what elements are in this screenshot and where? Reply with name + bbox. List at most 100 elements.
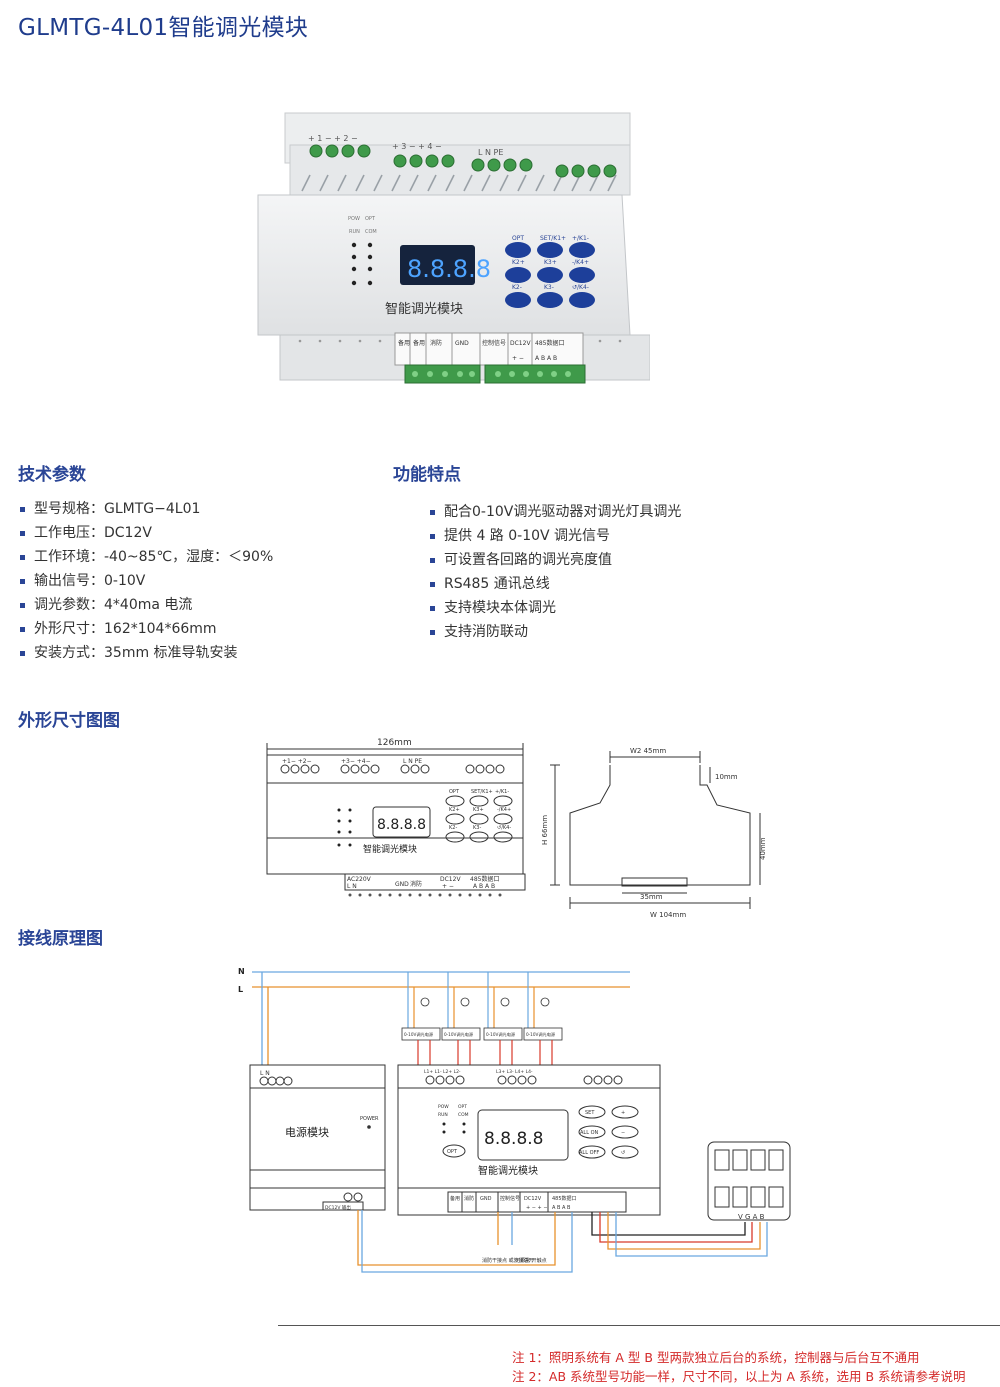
svg-text:K2-: K2- bbox=[512, 284, 522, 291]
svg-text:↺/K4-: ↺/K4- bbox=[497, 825, 511, 831]
feature-item: 配合0-10V调光驱动器对调光灯具调光 bbox=[428, 500, 681, 524]
svg-text:ALL ON: ALL ON bbox=[580, 1130, 599, 1136]
switch-panel: V G A B bbox=[707, 1141, 791, 1221]
svg-text:RUN: RUN bbox=[438, 1112, 448, 1118]
svg-text:OPT: OPT bbox=[449, 789, 460, 795]
dim-panel-text: 智能调光模块 bbox=[363, 843, 417, 855]
wiring-heading: 接线原理图 bbox=[18, 929, 103, 949]
power-ln: L N bbox=[260, 1070, 270, 1077]
svg-text:-/K4+: -/K4+ bbox=[497, 807, 511, 813]
dim-10mm: 10mm bbox=[715, 773, 738, 781]
specs-list: 型号规格：GLMTG−4L01 工作电压：DC12V 工作环境：-40~85℃，… bbox=[18, 497, 273, 665]
dim-35mm: 35mm bbox=[640, 893, 663, 901]
svg-text:↺: ↺ bbox=[621, 1150, 625, 1156]
svg-text:K2-: K2- bbox=[449, 825, 457, 831]
svg-text:备用: 备用 bbox=[450, 1195, 460, 1202]
svg-text:K3-: K3- bbox=[544, 284, 554, 291]
svg-text:GND: GND bbox=[455, 340, 469, 347]
spec-item: 安装方式：35mm 标准导轨安装 bbox=[18, 641, 273, 665]
power-led-label: POWER bbox=[360, 1116, 379, 1122]
svg-text:COM: COM bbox=[365, 229, 377, 235]
svg-text:OPT: OPT bbox=[512, 235, 524, 242]
feature-item: 可设置各回路的调光亮度值 bbox=[428, 548, 681, 572]
svg-text:+: + bbox=[621, 1110, 625, 1116]
dim-h: H 66mm bbox=[541, 815, 549, 845]
dimension-heading: 外形尺寸图图 bbox=[18, 711, 120, 731]
svg-text:ALL OFF: ALL OFF bbox=[579, 1150, 599, 1156]
svg-text:L N: L N bbox=[347, 883, 357, 890]
dimension-drawing: 126mm +1− +2− +3− +4− L N PE 8.8.8.8 智能调… bbox=[266, 738, 767, 919]
svg-text:+ 1 − + 2 −: + 1 − + 2 − bbox=[308, 134, 358, 143]
features-list: 配合0-10V调光驱动器对调光灯具调光 提供 4 路 0-10V 调光信号 可设… bbox=[428, 500, 681, 644]
svg-text:SET/K1+: SET/K1+ bbox=[540, 235, 566, 242]
spec-item: 工作环境：-40~85℃，湿度：＜90% bbox=[18, 545, 273, 569]
feature-item: 支持模块本体调光 bbox=[428, 596, 681, 620]
power-module-label: 电源模块 bbox=[285, 1125, 329, 1139]
svg-text:GND: GND bbox=[480, 1196, 492, 1202]
svg-text:K3+: K3+ bbox=[544, 259, 557, 266]
svg-text:+ − + −: + − + − bbox=[526, 1205, 548, 1211]
feature-item: 提供 4 路 0-10V 调光信号 bbox=[428, 524, 681, 548]
driver-label-3: 0-10V调光电源 bbox=[486, 1031, 516, 1038]
dim-w: W 104mm bbox=[650, 911, 686, 919]
svg-text:-/K4+: -/K4+ bbox=[572, 259, 589, 266]
photo-display: 8.8.8.8 bbox=[407, 255, 491, 283]
wire-l-label: L bbox=[238, 985, 243, 994]
dim-40mm: 40mm bbox=[759, 837, 767, 860]
svg-text:DC12V: DC12V bbox=[524, 1196, 542, 1202]
spec-item: 型号规格：GLMTG−4L01 bbox=[18, 497, 273, 521]
dim-top-label-2: +3− +4− bbox=[341, 758, 371, 765]
svg-text:DC12V: DC12V bbox=[440, 876, 461, 883]
svg-text:POW: POW bbox=[438, 1104, 449, 1110]
spec-item: 输出信号：0-10V bbox=[18, 569, 273, 593]
svg-text:−: − bbox=[621, 1130, 625, 1136]
svg-text:AC220V: AC220V bbox=[347, 876, 372, 883]
svg-text:K3-: K3- bbox=[473, 825, 481, 831]
svg-text:A B A B: A B A B bbox=[473, 883, 495, 890]
driver-label-2: 0-10V调光电源 bbox=[444, 1031, 474, 1038]
svg-text:+/K1-: +/K1- bbox=[572, 235, 589, 242]
dimmer-display: 8.8.8.8 bbox=[484, 1129, 543, 1149]
notes-divider bbox=[278, 1325, 1000, 1326]
svg-text:RUN: RUN bbox=[349, 229, 360, 235]
svg-text:控制信号: 控制信号 bbox=[482, 339, 506, 347]
page-title: GLMTG-4L01智能调光模块 bbox=[18, 15, 309, 41]
fire-note: 消防干接点 或外接总开 bbox=[482, 1257, 534, 1264]
note-1: 注 1：照明系统有 A 型 B 型两款独立后台的系统，控制器与后台互不通用 bbox=[512, 1350, 920, 1365]
power-out-label: DC12V 输出 bbox=[325, 1204, 351, 1211]
dim-top-label-3: L N PE bbox=[403, 758, 422, 765]
svg-text:485数据口: 485数据口 bbox=[535, 339, 564, 347]
dim-w2: W2 45mm bbox=[630, 747, 666, 755]
svg-text:↺/K4-: ↺/K4- bbox=[572, 284, 589, 291]
svg-text:GND: GND bbox=[395, 881, 409, 888]
svg-text:消防: 消防 bbox=[410, 880, 422, 888]
note-2: 注 2：AB 系统型号功能一样，尺寸不同，以上为 A 系统，选用 B 系统请参考… bbox=[512, 1369, 966, 1384]
nc-note: 无源常 开触点 bbox=[515, 1257, 547, 1264]
svg-text:OPT: OPT bbox=[365, 216, 376, 222]
svg-text:消防: 消防 bbox=[430, 339, 442, 347]
svg-text:控制信号: 控制信号 bbox=[500, 1195, 520, 1202]
svg-text:485数据口: 485数据口 bbox=[552, 1195, 577, 1202]
dimmer-module: L1+ L1- L2+ L2- L3+ L3- L4+ L4- POW OPT R… bbox=[397, 1064, 661, 1216]
dimmer-panel-text: 智能调光模块 bbox=[478, 1164, 538, 1177]
svg-text:L3+ L3- L4+ L4-: L3+ L3- L4+ L4- bbox=[496, 1069, 533, 1075]
spec-item: 调光参数：4*40ma 电流 bbox=[18, 593, 273, 617]
photo-panel-text: 智能调光模块 bbox=[385, 302, 463, 317]
feature-item: RS485 通讯总线 bbox=[428, 572, 681, 596]
dim-width-label: 126mm bbox=[377, 738, 412, 748]
svg-text:L1+ L1- L2+ L2-: L1+ L1- L2+ L2- bbox=[424, 1069, 461, 1075]
svg-text:485数据口: 485数据口 bbox=[470, 875, 499, 883]
svg-text:SET: SET bbox=[585, 1110, 595, 1116]
svg-text:A B A B: A B A B bbox=[535, 355, 557, 362]
power-module: L N 电源模块 POWER DC12V 输出 bbox=[249, 1064, 386, 1211]
feature-item: 支持消防联动 bbox=[428, 620, 681, 644]
dimming-drivers: 0-10V调光电源 0-10V调光电源 0-10V调光电源 0-10V调光电源 bbox=[401, 972, 563, 1070]
svg-text:+ 3 − + 4 −: + 3 − + 4 − bbox=[392, 142, 442, 151]
svg-text:+ −: + − bbox=[512, 355, 524, 362]
svg-text:SET/K1+: SET/K1+ bbox=[471, 789, 493, 795]
svg-text:备用: 备用 bbox=[413, 339, 425, 347]
svg-text:+ −: + − bbox=[442, 883, 454, 890]
svg-text:OPT: OPT bbox=[458, 1104, 467, 1110]
driver-label-4: 0-10V调光电源 bbox=[526, 1031, 556, 1038]
driver-label-1: 0-10V调光电源 bbox=[404, 1031, 434, 1038]
